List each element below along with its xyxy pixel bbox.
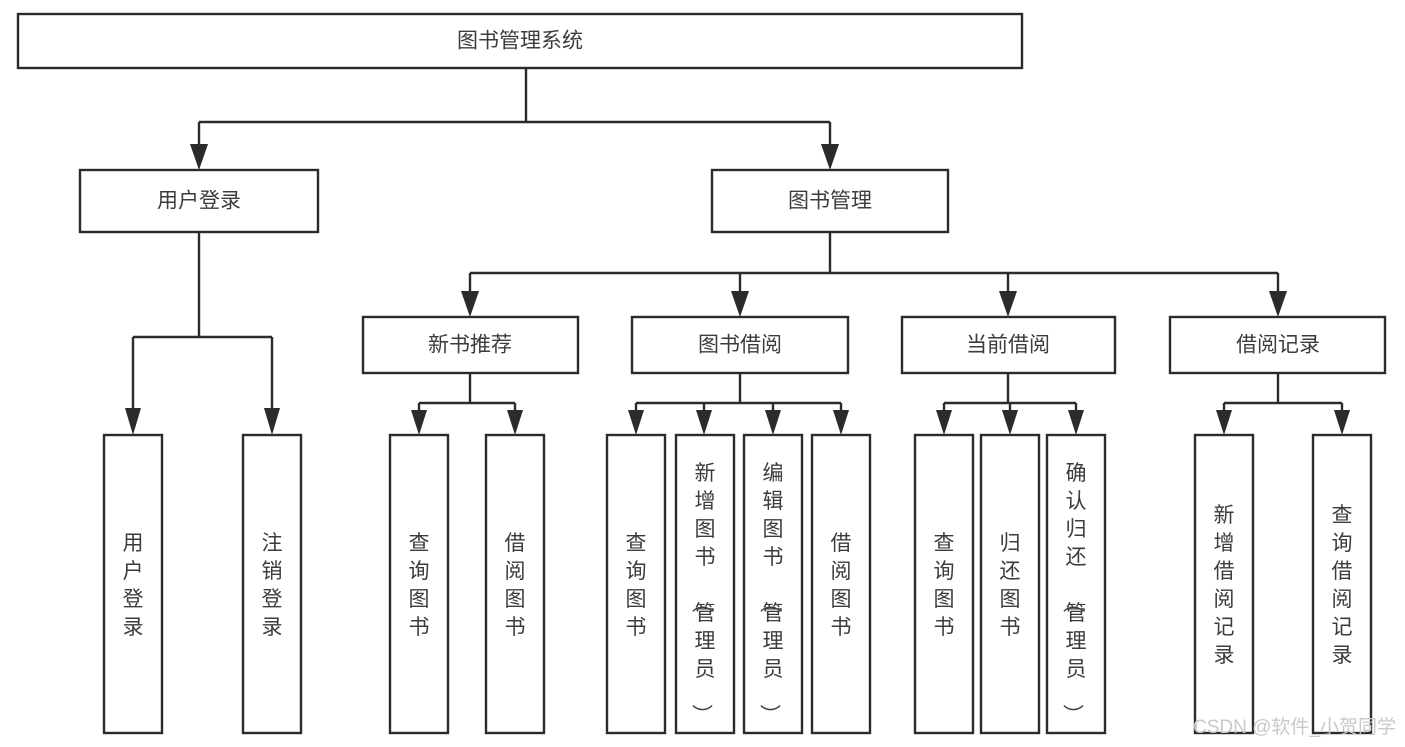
leaf-bb-query-book-label: 查询图书 [626,532,647,639]
arrow-head-cb-leaf2 [1002,410,1018,435]
arrow-head-cb-leaf3 [1068,410,1084,435]
leaf-node-bb-query-book[interactable]: 查询图书 [605,433,667,735]
arrow-head-br-leaf1 [1216,410,1232,435]
leaf-logout-label: 注销登录 [262,532,283,639]
leaf-node-bb-borrow-book[interactable]: 借阅图书 [810,433,872,735]
node-root-box[interactable] [16,12,1024,70]
node-user-login-box[interactable] [78,168,320,234]
leaf-node-bb-add-book[interactable]: 新增图书（管理员） [674,433,736,735]
arrow-head-bb-leaf4 [833,410,849,435]
leaf-cb-return-book-box[interactable] [979,433,1041,735]
leaf-cb-query-book-label: 查询图书 [934,532,955,639]
leaf-node-logout[interactable]: 注销登录 [241,433,303,735]
leaf-bb-borrow-book-label: 借阅图书 [831,532,852,639]
leaf-cb-return-book-label: 归还图书 [1000,532,1021,639]
leaf-user-login-box[interactable] [102,433,164,735]
leaf-br-add-record-box[interactable] [1193,433,1255,735]
arrow-head-bb-leaf3 [765,410,781,435]
leaf-node-cb-return-book[interactable]: 归还图书 [979,433,1041,735]
arrow-head-leaf-user-login [125,408,141,435]
node-book-borrow-box[interactable] [630,315,850,375]
leaf-node-br-add-record[interactable]: 新增借阅记录 [1193,433,1255,735]
leaf-node-cb-confirm-return[interactable]: 确认归还（管理员） [1045,433,1107,735]
node-new-book-recommend-box[interactable] [361,315,580,375]
leaf-logout-box[interactable] [241,433,303,735]
leaf-user-login-label: 用户登录 [123,532,144,639]
node-current-borrow-label: 当前借阅 [966,334,1050,357]
leaf-nb-borrow-book-box[interactable] [484,433,546,735]
node-current-borrow[interactable]: 当前借阅 [900,315,1117,375]
leaf-bb-edit-book-box[interactable] [742,433,804,735]
arrow-head-nb-leaf1 [411,410,427,435]
node-current-borrow-box[interactable] [900,315,1117,375]
node-user-login-label: 用户登录 [157,190,241,213]
leaf-cb-query-book-box[interactable] [913,433,975,735]
leaf-br-query-record-box[interactable] [1311,433,1373,735]
leaf-cb-confirm-return-label: 确认归还（管理员） [1061,462,1087,725]
arrow-head-cb-leaf1 [936,410,952,435]
leaf-node-nb-query-book[interactable]: 查询图书 [388,433,450,735]
node-new-book-recommend[interactable]: 新书推荐 [361,315,580,375]
watermark-label: CSDN @软件_小贺同学 [1193,716,1396,738]
arrow-head-new-book [461,291,479,317]
leaf-node-nb-borrow-book[interactable]: 借阅图书 [484,433,546,735]
connector-layer [125,68,1350,435]
leaf-bb-borrow-book-box[interactable] [810,433,872,735]
leaf-nb-query-book-label: 查询图书 [409,532,430,639]
node-book-borrow-label: 图书借阅 [698,334,782,357]
node-new-book-recommend-label: 新书推荐 [428,334,512,357]
leaf-bb-add-book-label: 新增图书（管理员） [690,462,716,725]
node-root-label: 图书管理系统 [457,30,583,53]
leaf-bb-query-book-box[interactable] [605,433,667,735]
node-borrow-record-box[interactable] [1168,315,1387,375]
node-user-login[interactable]: 用户登录 [78,168,320,234]
leaf-nb-query-book-box[interactable] [388,433,450,735]
arrow-head-user-login [190,144,208,170]
arrow-head-bb-leaf1 [628,410,644,435]
arrow-head-borrow-record [1269,291,1287,317]
leaf-bb-edit-book-label: 编辑图书（管理员） [758,462,784,725]
arrow-head-br-leaf2 [1334,410,1350,435]
leaf-br-add-record-label: 新增借阅记录 [1214,504,1235,667]
leaf-node-user-login[interactable]: 用户登录 [102,433,164,735]
arrow-head-current-borrow [999,291,1017,317]
leaf-node-cb-query-book[interactable]: 查询图书 [913,433,975,735]
node-book-borrow[interactable]: 图书借阅 [630,315,850,375]
arrow-head-nb-leaf2 [507,410,523,435]
node-borrow-record[interactable]: 借阅记录 [1168,315,1387,375]
leaf-node-br-query-record[interactable]: 查询借阅记录 [1311,433,1373,735]
leaf-node-bb-edit-book[interactable]: 编辑图书（管理员） [742,433,804,735]
node-book-management-box[interactable] [710,168,950,234]
leaf-nb-borrow-book-label: 借阅图书 [505,532,526,639]
node-book-management-label: 图书管理 [788,190,872,213]
arrow-head-book-mgmt [821,144,839,170]
leaf-br-query-record-label: 查询借阅记录 [1332,504,1353,667]
node-book-management[interactable]: 图书管理 [710,168,950,234]
node-root-book-management-system[interactable]: 图书管理系统 [16,12,1024,70]
leaf-cb-confirm-return-box[interactable] [1045,433,1107,735]
arrow-head-book-borrow [731,291,749,317]
node-borrow-record-label: 借阅记录 [1236,334,1320,357]
arrow-head-leaf-logout [264,408,280,435]
arrow-head-bb-leaf2 [696,410,712,435]
leaf-bb-add-book-box[interactable] [674,433,736,735]
